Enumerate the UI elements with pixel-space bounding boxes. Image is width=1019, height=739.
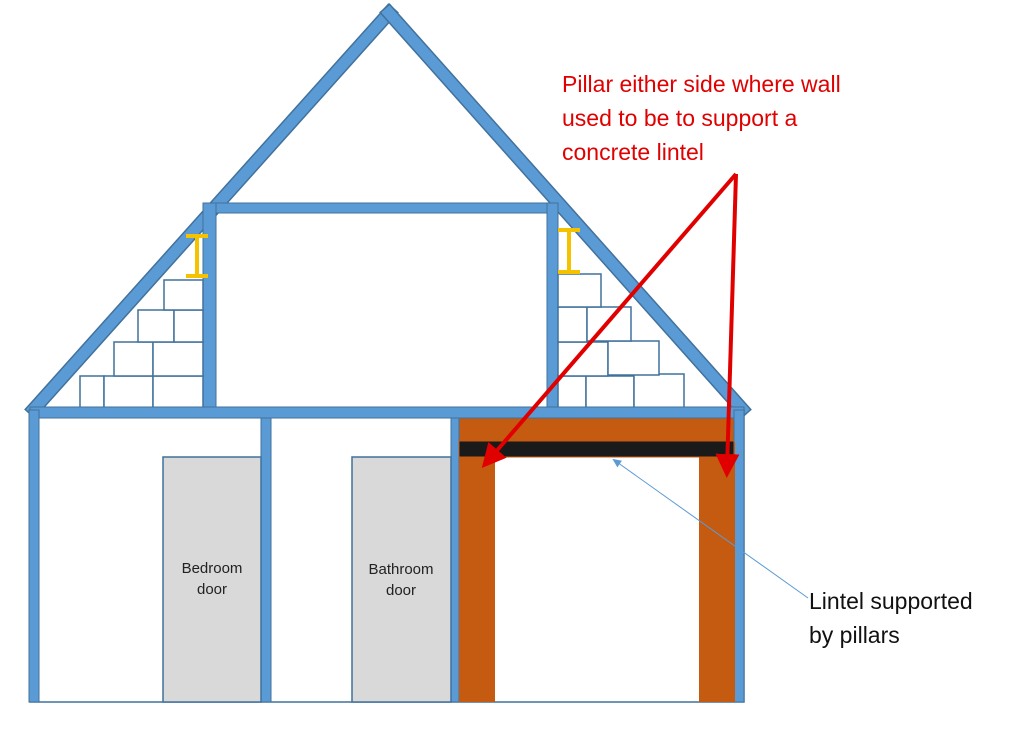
brick (557, 306, 588, 343)
brick (585, 375, 635, 411)
lintel-header-strip (458, 418, 734, 442)
brick (557, 273, 602, 308)
bathroom-right-wall (450, 417, 460, 703)
brick (103, 375, 154, 411)
right-brick-stack (557, 273, 685, 411)
left-outer-wall (28, 409, 40, 703)
bathroom-door-label: Bathroom door (368, 561, 434, 599)
concrete-lintel (458, 440, 735, 458)
bedroom-door (162, 456, 262, 703)
right-outer-wall (733, 409, 745, 703)
middle-wall (260, 417, 272, 703)
bathroom-door (351, 456, 452, 703)
brick (633, 373, 685, 411)
first-floor-beam (29, 406, 745, 419)
brick (557, 375, 587, 411)
brick (173, 309, 204, 343)
attic-ceiling-beam (212, 202, 555, 214)
brick (152, 341, 204, 377)
right-pillar (699, 442, 735, 702)
red-arrow-left-pillar (481, 172, 738, 469)
red-arrow-right-pillar (715, 173, 740, 478)
brick (113, 341, 154, 377)
brick (163, 279, 204, 311)
bedroom-door-label: Bedroom door (181, 560, 243, 598)
attic-room-frame (202, 202, 559, 411)
pillar-annotation: Pillar either side where wall used to be… (562, 71, 841, 165)
lintel-annotation: Lintel supported by pillars (809, 588, 973, 648)
lintel-pointer-arrow (612, 458, 809, 599)
right-rafter-fill (381, 5, 750, 417)
left-brick-stack (79, 279, 204, 411)
brick (607, 340, 660, 376)
brick (79, 375, 105, 411)
right-rsj-icon (558, 228, 580, 274)
brick (137, 309, 175, 343)
brick (152, 375, 204, 411)
left-pillar (459, 442, 495, 702)
left-rsj-icon (186, 234, 208, 278)
